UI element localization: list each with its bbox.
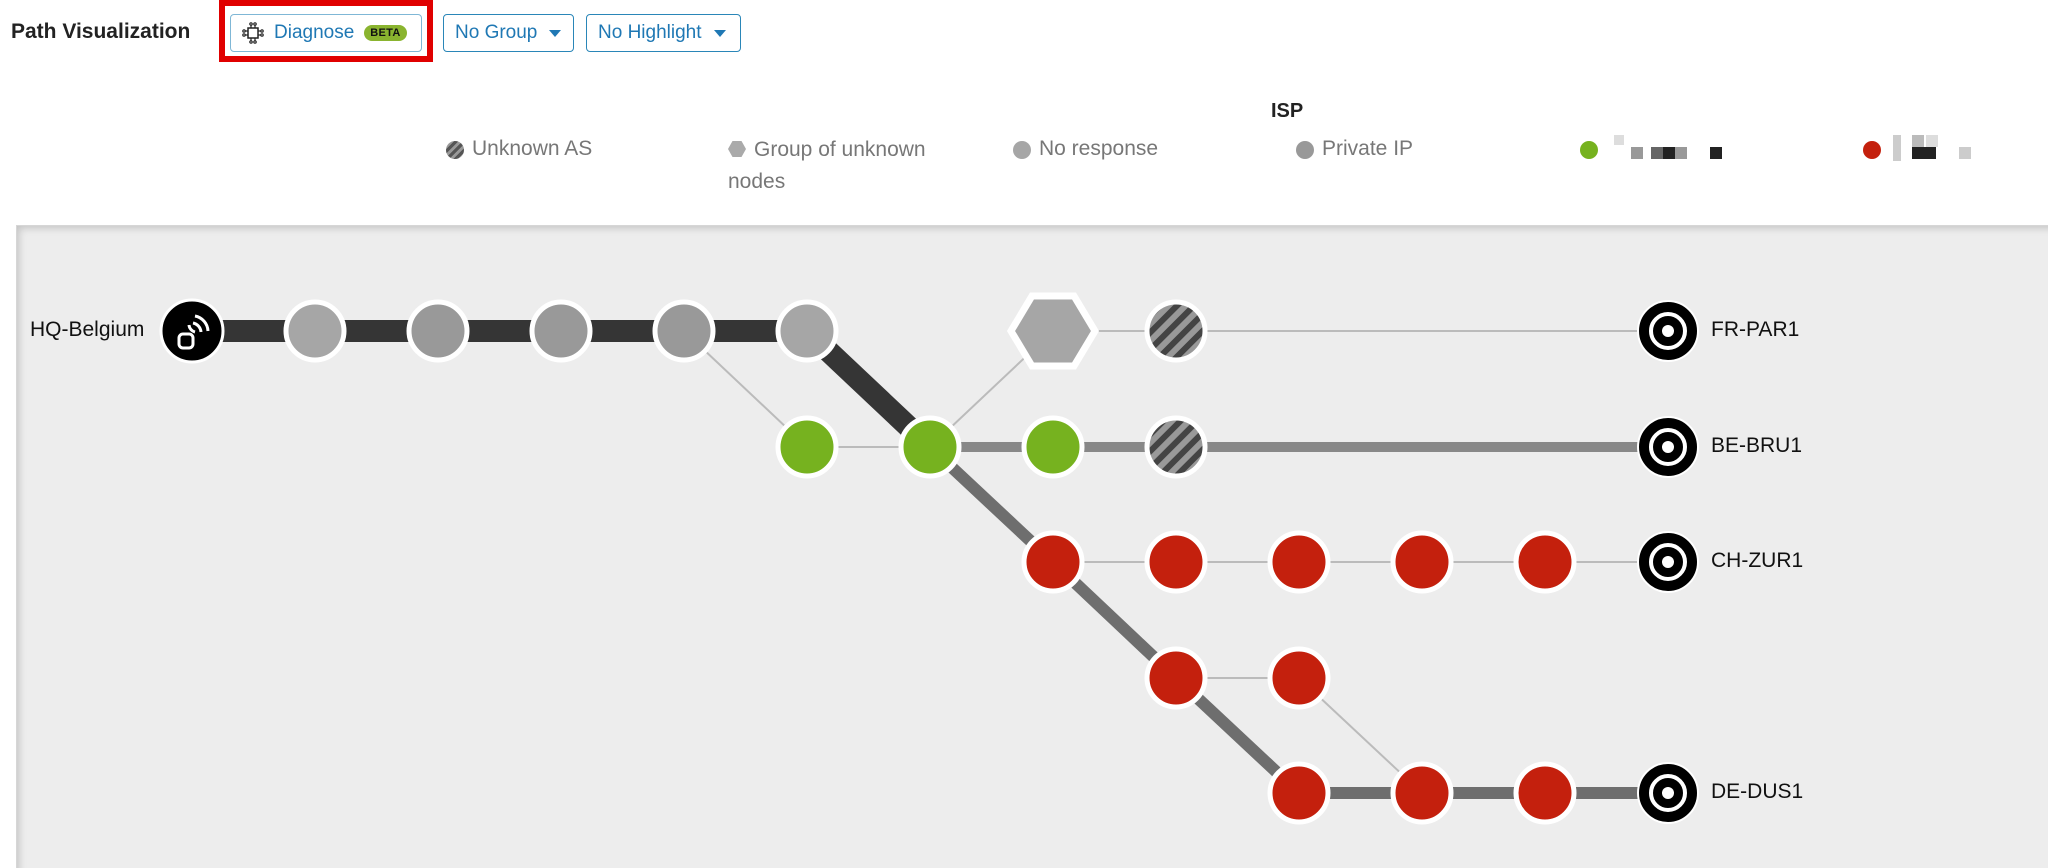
target-label-de-dus1[interactable]: DE-DUS1 — [1711, 780, 1804, 803]
hexagon-icon — [728, 141, 746, 157]
hatched-circle-icon — [446, 141, 464, 159]
source-label[interactable]: HQ-Belgium — [30, 318, 145, 341]
redacted-label — [1606, 133, 1736, 161]
agent-wifi-icon — [159, 298, 225, 364]
target-label-fr-par1[interactable]: FR-PAR1 — [1711, 318, 1800, 341]
isp-red-nodes — [1021, 530, 1577, 825]
legend-item-unknown-as: Unknown AS — [446, 133, 592, 165]
target-icon — [1637, 762, 1699, 824]
toolbar: Path Visualization Diagnose BETA No Grou… — [0, 0, 2048, 66]
legend-item-isp-red — [1863, 133, 2019, 161]
group-select[interactable]: No Group — [443, 14, 574, 52]
unknown-group-hexagon — [1006, 292, 1100, 370]
diagnose-label: Diagnose — [274, 22, 355, 43]
page-title: Path Visualization — [11, 20, 191, 43]
isp-green-nodes — [775, 415, 1085, 479]
target-icon — [1637, 416, 1699, 478]
legend-item-no-response: No response — [1013, 133, 1158, 165]
circle-icon — [1580, 141, 1598, 159]
target-label-be-bru1[interactable]: BE-BRU1 — [1711, 434, 1803, 457]
legend-item-private-ip: Private IP — [1296, 133, 1413, 165]
group-select-value: No Group — [455, 22, 538, 43]
annotation-highlight-box — [219, 0, 433, 62]
highlight-select[interactable]: No Highlight — [586, 14, 741, 52]
highlight-select-value: No Highlight — [598, 22, 702, 43]
target-icon — [1637, 531, 1699, 593]
unknown-as-nodes — [1144, 299, 1208, 479]
no-response-nodes — [283, 299, 839, 363]
circle-icon — [1013, 141, 1031, 159]
target-icon — [1637, 300, 1699, 362]
chevron-down-icon — [713, 29, 726, 37]
path-graph-canvas — [159, 292, 1699, 825]
diagnose-button[interactable]: Diagnose BETA — [230, 14, 422, 52]
redacted-label — [1889, 133, 2019, 161]
chevron-down-icon — [549, 29, 562, 37]
red-path-links — [925, 442, 1668, 799]
beta-badge: BETA — [364, 25, 407, 41]
legend-item-group-unknown: Group of unknown nodes — [728, 138, 926, 193]
chip-icon — [242, 22, 264, 44]
target-icons — [1637, 300, 1699, 824]
circle-icon — [1863, 141, 1881, 159]
legend-header: ISP — [1271, 100, 1304, 122]
legend-item-isp-green — [1580, 133, 1736, 161]
target-label-ch-zur1[interactable]: CH-ZUR1 — [1711, 549, 1804, 572]
path-graph[interactable]: HQ-Belgium FR-PAR1 BE-BRU1 CH-ZUR1 DE-DU… — [16, 225, 2048, 868]
circle-icon — [1296, 141, 1314, 159]
